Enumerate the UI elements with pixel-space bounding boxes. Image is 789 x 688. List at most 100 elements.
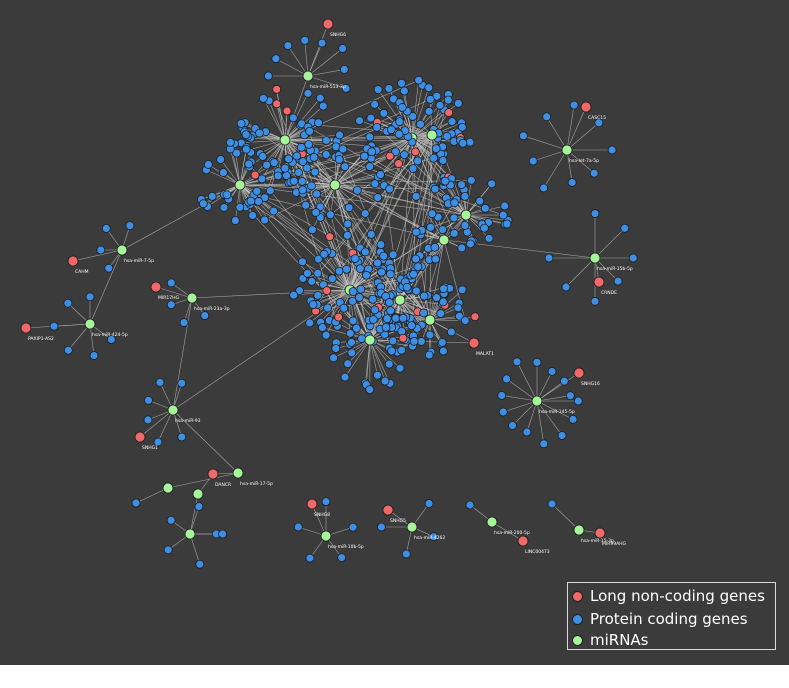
mirna-node[interactable] [486,516,498,528]
protein-node[interactable] [373,193,383,202]
protein-node[interactable] [260,193,270,203]
protein-node[interactable] [559,376,569,386]
protein-node[interactable] [222,190,232,200]
mirna-node[interactable] [184,528,196,540]
lncrna-node[interactable] [306,498,318,510]
lncrna-node[interactable] [20,322,32,334]
lncrna-node[interactable] [272,99,282,109]
protein-node[interactable] [567,178,577,187]
protein-node[interactable] [594,118,604,128]
mirna-node[interactable] [589,252,601,264]
protein-node[interactable] [466,175,476,185]
protein-node[interactable] [131,498,141,508]
protein-node[interactable] [544,253,554,263]
protein-node[interactable] [305,553,315,563]
protein-node[interactable] [271,54,281,64]
lncrna-node[interactable] [517,535,529,547]
protein-node[interactable] [302,163,312,173]
protein-node[interactable] [372,122,382,132]
protein-node[interactable] [310,167,320,177]
protein-node[interactable] [352,185,362,195]
protein-node[interactable] [252,186,262,196]
protein-node[interactable] [96,245,106,255]
protein-node[interactable] [613,276,623,286]
protein-node[interactable] [323,303,332,313]
protein-node[interactable] [431,144,441,154]
protein-node[interactable] [414,75,424,85]
protein-node[interactable] [311,208,321,217]
lncrna-node[interactable] [444,108,454,117]
protein-node[interactable] [394,129,404,139]
protein-node[interactable] [429,532,439,542]
protein-node[interactable] [338,43,348,53]
protein-node[interactable] [368,294,378,304]
lncrna-node[interactable] [282,106,292,116]
protein-node[interactable] [411,191,421,201]
protein-node[interactable] [289,290,299,300]
protein-node[interactable] [373,258,382,268]
protein-node[interactable] [348,296,357,306]
protein-node[interactable] [438,156,448,165]
protein-node[interactable] [381,323,391,332]
protein-node[interactable] [568,414,578,424]
protein-node[interactable] [475,196,485,206]
protein-node[interactable] [557,431,567,440]
protein-node[interactable] [354,293,364,302]
protein-node[interactable] [153,437,163,447]
protein-node[interactable] [391,313,401,323]
protein-node[interactable] [334,266,344,276]
protein-node[interactable] [409,269,418,279]
protein-node[interactable] [397,345,407,355]
protein-node[interactable] [63,345,73,355]
mirna-node[interactable] [192,488,204,500]
protein-node[interactable] [269,158,279,168]
protein-node[interactable] [460,191,470,201]
protein-node[interactable] [416,337,426,346]
protein-node[interactable] [343,359,353,369]
lncrna-node[interactable] [382,504,394,516]
protein-node[interactable] [342,264,351,274]
protein-node[interactable] [366,229,376,239]
protein-node[interactable] [262,160,272,170]
protein-node[interactable] [386,125,396,135]
protein-node[interactable] [590,296,600,306]
lncrna-node[interactable] [250,170,260,180]
protein-node[interactable] [413,156,423,166]
protein-node[interactable] [296,142,306,152]
protein-node[interactable] [370,305,380,315]
protein-node[interactable] [429,153,439,163]
mirna-node[interactable] [364,334,376,346]
protein-node[interactable] [357,334,367,343]
protein-node[interactable] [399,86,409,96]
protein-node[interactable] [339,65,349,74]
protein-node[interactable] [355,264,365,274]
protein-node[interactable] [226,137,235,147]
protein-node[interactable] [289,176,299,186]
protein-node[interactable] [385,298,394,307]
protein-node[interactable] [348,316,358,326]
lncrna-node[interactable] [272,84,282,94]
protein-node[interactable] [565,391,575,401]
protein-node[interactable] [293,522,303,532]
protein-node[interactable] [345,328,355,338]
protein-node[interactable] [384,84,394,93]
protein-node[interactable] [407,321,416,331]
protein-node[interactable] [498,210,508,220]
protein-node[interactable] [319,249,329,259]
protein-node[interactable] [379,251,389,261]
protein-node[interactable] [438,225,448,234]
protein-node[interactable] [331,344,341,353]
protein-node[interactable] [425,94,435,104]
protein-node[interactable] [388,250,398,260]
mirna-node[interactable] [279,134,291,146]
protein-node[interactable] [397,103,407,112]
protein-node[interactable] [144,395,153,405]
protein-node[interactable] [457,180,466,190]
protein-node[interactable] [542,112,552,122]
protein-node[interactable] [241,144,251,154]
protein-node[interactable] [198,199,208,209]
mirna-node[interactable] [234,179,246,191]
protein-node[interactable] [49,321,59,331]
protein-node[interactable] [260,215,270,225]
protein-node[interactable] [283,41,293,50]
